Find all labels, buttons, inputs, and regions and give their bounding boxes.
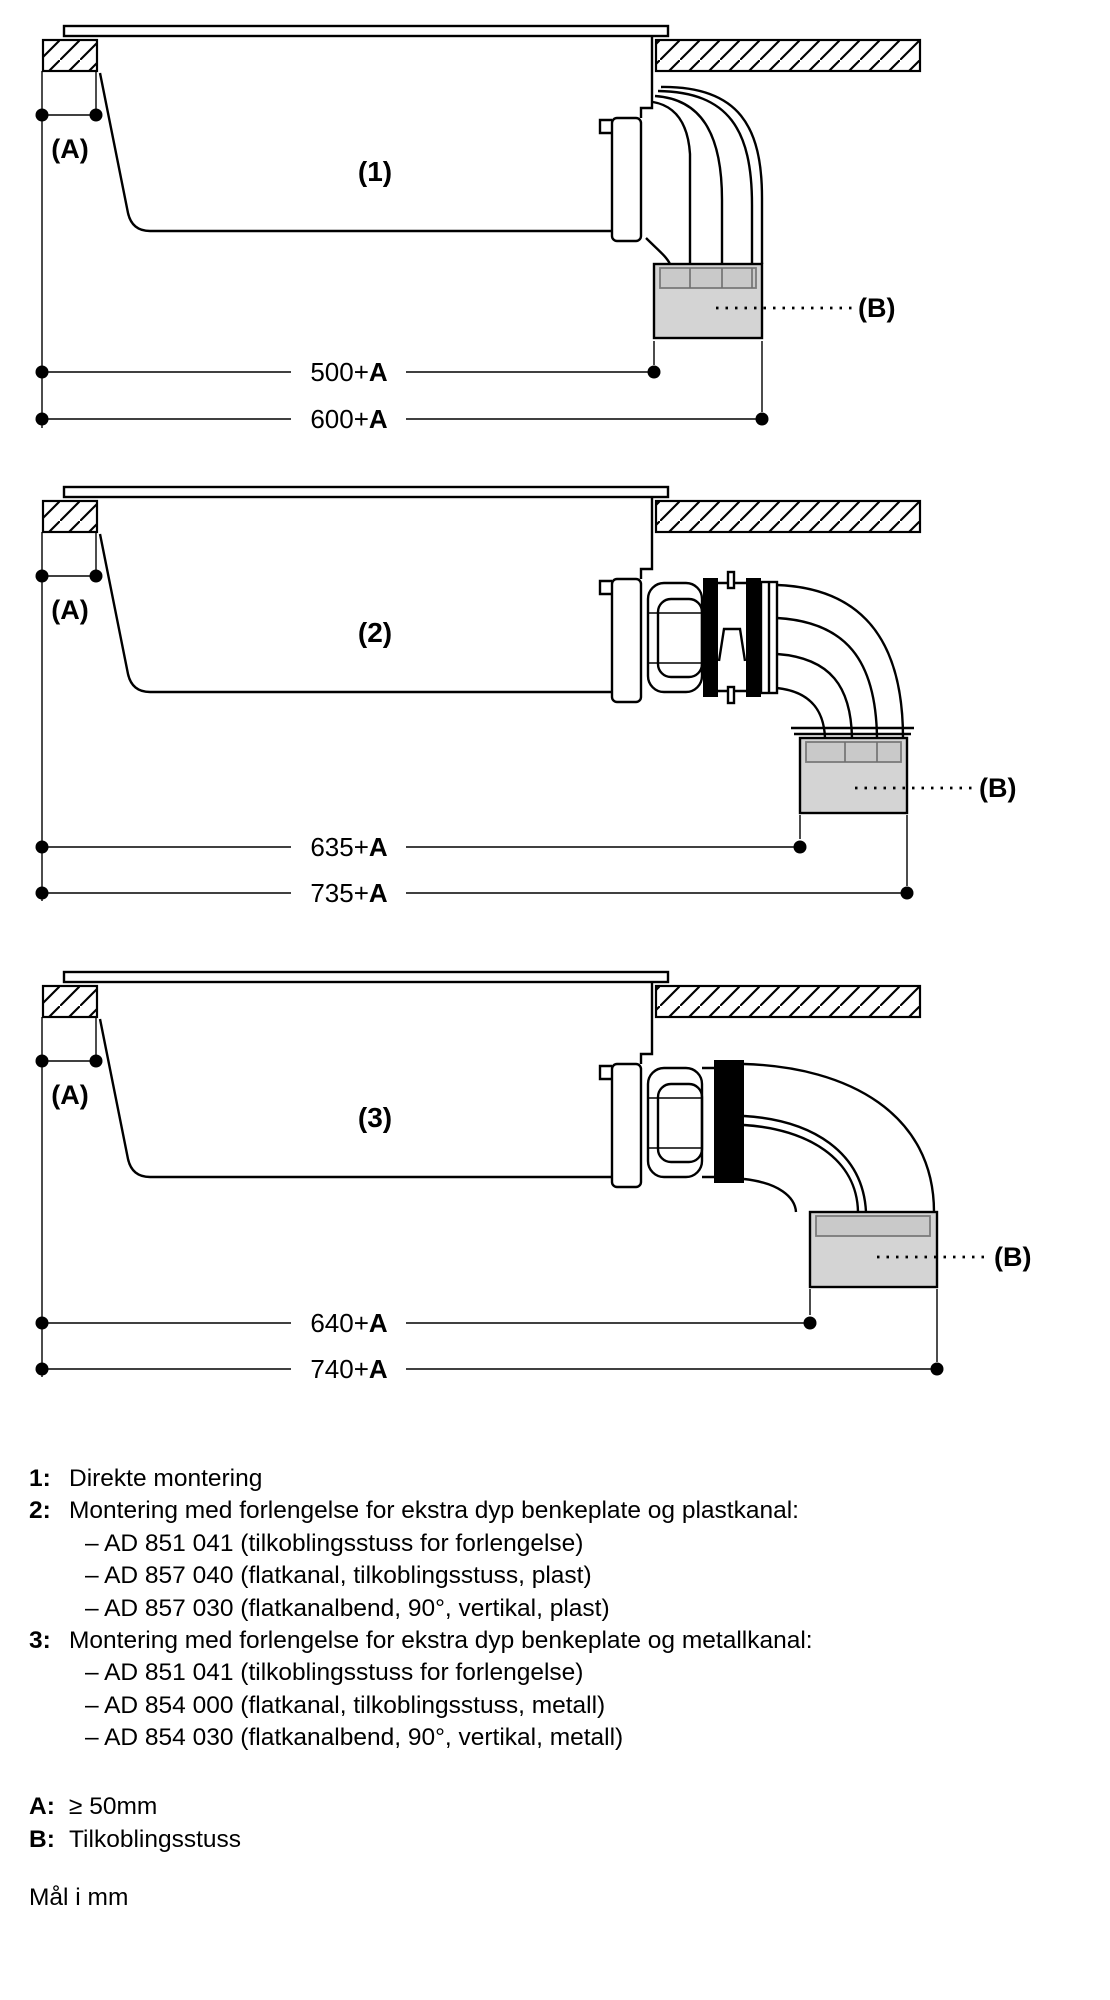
dimension-a-label: (A) — [51, 134, 88, 164]
metal-duct-elbow — [743, 1062, 936, 1213]
connector-stub — [652, 262, 764, 340]
glass-plate — [62, 970, 670, 984]
svg-text:600+A: 600+A — [310, 404, 388, 434]
abbreviation-legend: A: ≥ 50mm B: Tilkoblingsstuss — [29, 1790, 241, 1856]
clamp-band — [746, 578, 761, 697]
extension-lines-right — [653, 341, 763, 412]
connector-label-b: (B) — [979, 773, 1016, 803]
note-number: 3: — [29, 1627, 51, 1655]
svg-text:735+A: 735+A — [310, 878, 388, 908]
worktop-hatch-left — [41, 984, 99, 1019]
dimension-a: (A) — [35, 71, 103, 164]
hob-body — [98, 36, 654, 243]
outlet-bracket — [610, 577, 643, 704]
alignment-tab — [726, 685, 736, 705]
extension-lines-right — [809, 1289, 938, 1362]
note-number: 2: — [29, 1497, 51, 1525]
legend-value: ≥ 50mm — [69, 1793, 158, 1820]
note-3-item: – AD 854 000 (flatkanal, tilkoblingsstus… — [85, 1691, 606, 1719]
legend-key: B: — [29, 1826, 55, 1853]
connector-stub — [808, 1210, 939, 1289]
note-2-item: – AD 857 040 (flatkanal, tilkoblingsstus… — [85, 1562, 592, 1590]
dimension-600: 600+A — [35, 404, 769, 434]
note-number: 1: — [29, 1465, 51, 1492]
installation-diagram-1: (B) (1) (A) 500+A 600+A — [35, 24, 922, 434]
extension-piece — [646, 570, 779, 705]
note-text: Montering med forlengelse for ekstra dyp… — [69, 1497, 799, 1525]
glass-plate — [62, 485, 670, 499]
hob-body — [98, 497, 654, 704]
worktop-hatch-left — [41, 38, 99, 73]
flange — [791, 726, 914, 736]
note-2: 2: Montering med forlengelse for ekstra … — [29, 1495, 813, 1527]
installation-diagram-2: (B) (2) (A) 635+A 735+A — [35, 485, 1016, 908]
connector-stub — [798, 736, 909, 815]
legend-b: B: Tilkoblingsstuss — [29, 1823, 241, 1856]
flex-duct-elbow — [645, 85, 764, 265]
dimension-740: 740+A — [35, 1354, 944, 1384]
dimension-a-label: (A) — [51, 595, 88, 625]
variant-number-2: (2) — [358, 617, 392, 648]
connector-label-b: (B) — [994, 1242, 1031, 1272]
dimension-640: 640+A — [35, 1308, 817, 1338]
note-3-item: – AD 854 030 (flatkanalbend, 90°, vertik… — [85, 1724, 624, 1752]
hob-body — [98, 982, 654, 1189]
clamp-band — [714, 1060, 744, 1183]
legend-key: A: — [29, 1793, 55, 1820]
variant-number-3: (3) — [358, 1102, 392, 1133]
extension-piece — [646, 1060, 744, 1183]
glass-plate — [62, 24, 670, 38]
outlet-bracket — [610, 116, 643, 243]
units-note: Mål i mm — [29, 1884, 129, 1911]
alignment-tab — [726, 570, 736, 590]
legend-value: Tilkoblingsstuss — [69, 1826, 242, 1853]
mounting-notes: 1: Direkte montering 2: Montering med fo… — [29, 1463, 813, 1755]
legend-a: A: ≥ 50mm — [29, 1790, 241, 1823]
outlet-bracket — [610, 1062, 643, 1189]
worktop-section — [41, 485, 922, 534]
dimension-735: 735+A — [35, 878, 914, 908]
variant-number-1: (1) — [358, 156, 392, 187]
worktop-section — [41, 970, 922, 1019]
worktop-hatch-right — [654, 38, 922, 73]
dimension-a-label: (A) — [51, 1080, 88, 1110]
svg-text:635+A: 635+A — [310, 832, 388, 862]
note-3-item: – AD 851 041 (tilkoblingsstuss for forle… — [85, 1659, 584, 1687]
dimension-a: (A) — [35, 1017, 103, 1110]
clamp-band — [703, 578, 718, 697]
connector-label-b: (B) — [858, 293, 895, 323]
worktop-hatch-left — [41, 499, 99, 534]
extension-lines-right — [799, 815, 908, 886]
installation-diagram-3: (B) (3) (A) 640+A 740+A — [35, 970, 1031, 1384]
worktop-hatch-right — [654, 984, 922, 1019]
note-2-item: – AD 857 030 (flatkanalbend, 90°, vertik… — [85, 1594, 610, 1622]
dimension-635: 635+A — [35, 832, 807, 862]
note-1: 1: Direkte montering — [29, 1463, 813, 1495]
dimension-a: (A) — [35, 532, 103, 625]
worktop-section — [41, 24, 922, 73]
note-text: Direkte montering — [69, 1465, 263, 1492]
svg-text:640+A: 640+A — [310, 1308, 388, 1338]
worktop-hatch-right — [654, 499, 922, 534]
note-3: 3: Montering med forlengelse for ekstra … — [29, 1625, 813, 1657]
plastic-duct-elbow — [776, 583, 914, 739]
svg-text:500+A: 500+A — [310, 357, 388, 387]
svg-text:740+A: 740+A — [310, 1354, 388, 1384]
dimension-500: 500+A — [35, 357, 661, 387]
note-text: Montering med forlengelse for ekstra dyp… — [69, 1627, 813, 1655]
note-2-item: – AD 851 041 (tilkoblingsstuss for forle… — [85, 1529, 584, 1557]
